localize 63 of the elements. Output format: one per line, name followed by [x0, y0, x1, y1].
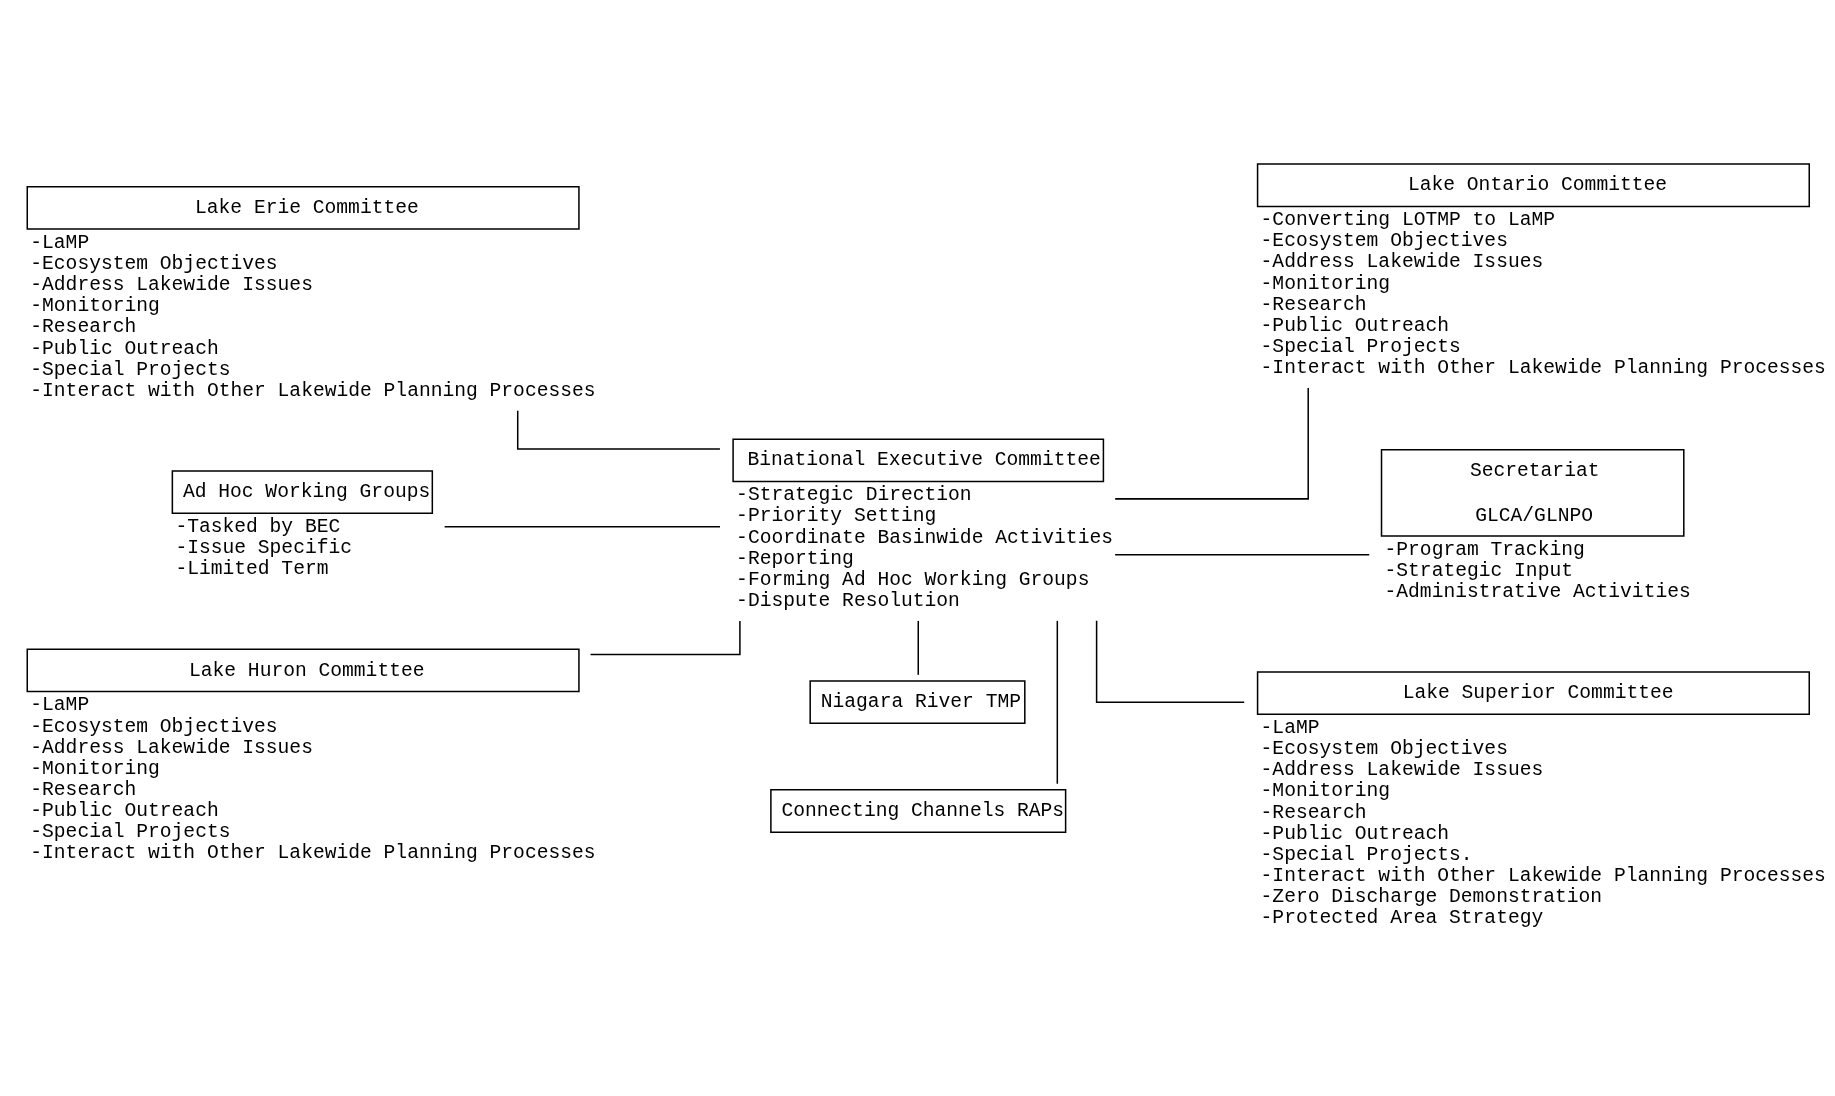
node-label: -Interact with Other Lakewide Planning Processes — [1260, 865, 1826, 888]
node-label: -Research — [30, 778, 137, 801]
node-box: Connecting Channels RAPs — [770, 789, 1067, 833]
node-label: -Reporting — [736, 547, 854, 570]
node-label: -Address Lakewide Issues — [30, 274, 313, 297]
node-box: Niagara River TMP — [809, 680, 1026, 725]
node-label: -Ecosystem Objectives — [30, 715, 278, 738]
node-label: -Strategic Input — [1384, 559, 1573, 582]
node-label: -LaMP — [30, 694, 90, 717]
node-label: -Research — [1260, 293, 1367, 316]
node-label: -Forming Ad Hoc Working Groups — [736, 568, 1090, 591]
node-label: -Public Outreach — [30, 800, 219, 823]
connector — [1056, 620, 1059, 785]
connector — [589, 620, 741, 656]
node-label: -Monitoring — [30, 757, 160, 780]
node-label: -Address Lakewide Issues — [1260, 759, 1544, 782]
node-label: -Interact with Other Lakewide Planning Processes — [30, 842, 596, 865]
node-label: -Public Outreach — [1260, 822, 1450, 845]
node-label: -Administrative Activities — [1384, 580, 1691, 603]
node-box: Lake Huron Committee — [26, 648, 580, 693]
node-label: -Ecosystem Objectives — [30, 252, 278, 275]
node-label: -Special Projects — [1260, 336, 1461, 359]
node-label: -Special Projects — [30, 821, 231, 844]
node-label: -Ecosystem Objectives — [1260, 230, 1508, 253]
node-label: -Ecosystem Objectives — [1260, 738, 1508, 761]
node-label: -LaMP — [1260, 717, 1320, 739]
node-label: -Interact with Other Lakewide Planning Processes — [1260, 357, 1826, 380]
node-label: -Protected Area Strategy — [1260, 907, 1544, 930]
node-box: Secretariat GLCA/GLNPO — [1380, 449, 1685, 537]
node-label: -Strategic Direction — [736, 484, 972, 507]
node-label: -Monitoring — [1260, 272, 1391, 295]
node-label: -Address Lakewide Issues — [1260, 251, 1544, 274]
node-label: -Limited Term — [175, 558, 329, 581]
node-box: Lake Erie Committee — [26, 186, 580, 230]
node-label: -Priority Setting — [736, 505, 937, 528]
node-label: -Program Tracking — [1384, 538, 1585, 561]
node-label: -Address Lakewide Issues — [30, 736, 313, 759]
connector — [1095, 619, 1245, 703]
node-label: -Interact with Other Lakewide Planning Processes — [30, 379, 596, 402]
node-label: -Special Projects — [30, 358, 231, 381]
connector — [917, 620, 919, 676]
node-label: -LaMP — [30, 231, 90, 254]
node-label: -Research — [30, 316, 137, 339]
connector — [1114, 554, 1370, 556]
node-label: -Monitoring — [1260, 780, 1391, 803]
node-label: -Research — [1260, 801, 1367, 824]
node-label: -Public Outreach — [30, 337, 219, 360]
node-label: -Zero Discharge Demonstration — [1260, 886, 1603, 909]
node-label: -Issue Specific — [175, 537, 353, 560]
node-label: -Tasked by BEC — [175, 515, 341, 538]
node-label: -Dispute Resolution — [736, 590, 960, 613]
node-label: -Public Outreach — [1260, 314, 1450, 337]
connector — [1114, 387, 1309, 500]
connector — [516, 409, 721, 450]
node-label: -Special Projects. — [1260, 843, 1473, 866]
node-label: -Coordinate Basinwide Activities — [736, 526, 1113, 549]
node-label: -Converting LOTMP to LaMP — [1260, 209, 1556, 232]
node-label: -Monitoring — [30, 295, 160, 318]
node-box: Binational Executive Committee — [732, 438, 1105, 483]
node-box: Lake Ontario Committee — [1256, 163, 1810, 208]
node-box: Lake Superior Committee — [1256, 671, 1810, 715]
node-box: Ad Hoc Working Groups — [171, 470, 434, 514]
connector — [443, 526, 721, 528]
